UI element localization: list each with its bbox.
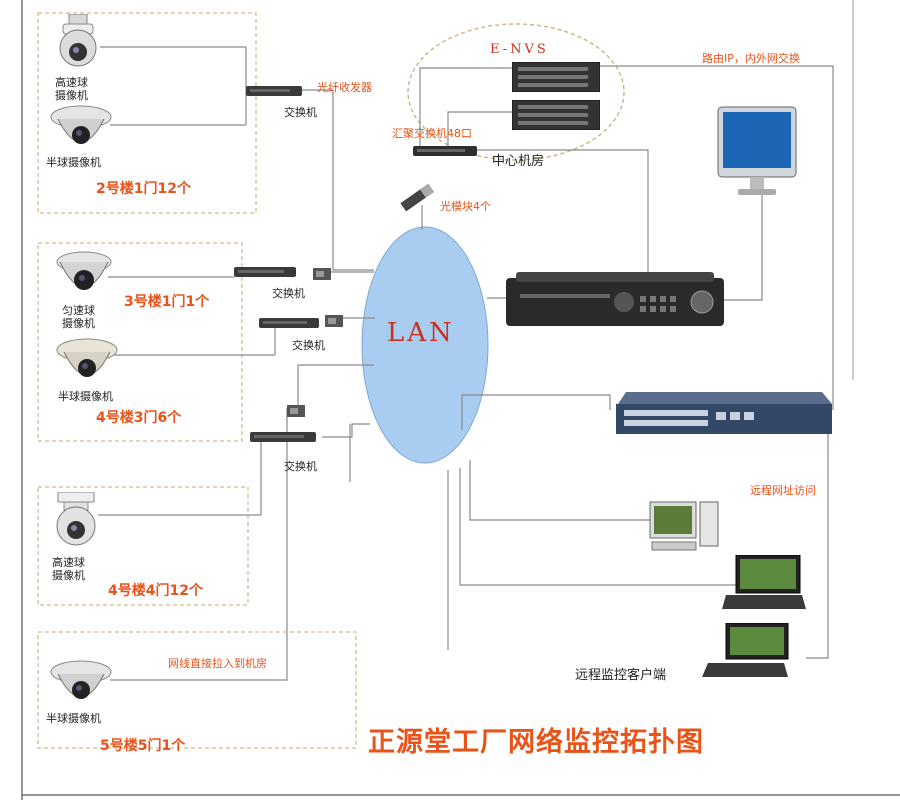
fiber-transceiver-icon [325, 312, 343, 327]
switch-icon [250, 429, 316, 443]
cam-label-dome: 半球摄像机 [46, 156, 101, 169]
cam-label-dome: 半球摄像机 [46, 712, 101, 725]
monitor-icon [716, 105, 800, 200]
diagram-title: 正源堂工厂网络监控拓扑图 [368, 727, 704, 758]
nvs-server-icon [511, 61, 601, 93]
switch-label: 交换机 [292, 339, 325, 352]
optical-module-label: 光模块4个 [440, 200, 491, 213]
fiber-transceiver-label: 光纤收发器 [317, 81, 372, 94]
cam-label-speed-dome: 高速球 摄像机 [55, 76, 88, 102]
switch-icon [246, 83, 302, 97]
envs-ellipse [407, 23, 625, 161]
lan-label: LAN [387, 318, 455, 348]
building-frame-4-4 [37, 486, 249, 606]
group-label-building-2: 2号楼1门12个 [96, 181, 191, 197]
remote-access-label: 远程网址访问 [750, 484, 816, 497]
direct-cable-label: 网线直接拉入到机房 [168, 657, 267, 670]
optical-module-icon [398, 183, 438, 212]
lan-ellipse [361, 226, 489, 464]
nvr-icon [506, 272, 724, 328]
dome-camera-icon [50, 660, 112, 706]
uniform-dome-camera-icon [56, 250, 112, 302]
laptop-icon [722, 554, 806, 610]
router-ip-label: 路由IP，内外网交换 [702, 52, 800, 65]
group-label-building-3: 3号楼1门1个 [124, 294, 210, 310]
switch-label: 交换机 [272, 287, 305, 300]
switch-label: 交换机 [284, 106, 317, 119]
cam-label-uniform-dome: 匀速球 摄像机 [62, 304, 95, 330]
desktop-computer-icon [648, 500, 720, 552]
remote-client-label: 远程监控客户端 [575, 668, 667, 683]
switch-icon [259, 315, 319, 329]
dome-camera-icon [50, 105, 112, 151]
core-switch-icon [413, 143, 477, 157]
switch-icon [234, 264, 296, 278]
fiber-transceiver-icon [287, 402, 305, 417]
group-label-building-4-3: 4号楼3门6个 [96, 410, 182, 426]
group-label-building-4-4: 4号楼4门12个 [108, 583, 203, 599]
dome-camera-icon [56, 338, 118, 384]
building-frame-3-4 [37, 242, 243, 442]
building-frame-2 [37, 12, 257, 214]
nvs-server-icon [511, 99, 601, 131]
switch-label: 交换机 [284, 460, 317, 473]
laptop-icon [702, 622, 790, 680]
cam-label-speed-dome: 高速球 摄像机 [52, 556, 85, 582]
network-switch-icon [612, 390, 834, 438]
group-label-building-5: 5号楼5门1个 [100, 738, 186, 754]
fiber-transceiver-icon [313, 265, 331, 280]
core-switch-label: 汇聚交换机48口 [392, 127, 472, 140]
center-room-label: 中心机房 [492, 154, 545, 169]
speed-dome-camera-icon [55, 13, 101, 74]
cam-label-dome: 半球摄像机 [58, 390, 113, 403]
envs-label: E-NVS [490, 42, 549, 57]
speed-dome-camera-icon [52, 491, 100, 552]
